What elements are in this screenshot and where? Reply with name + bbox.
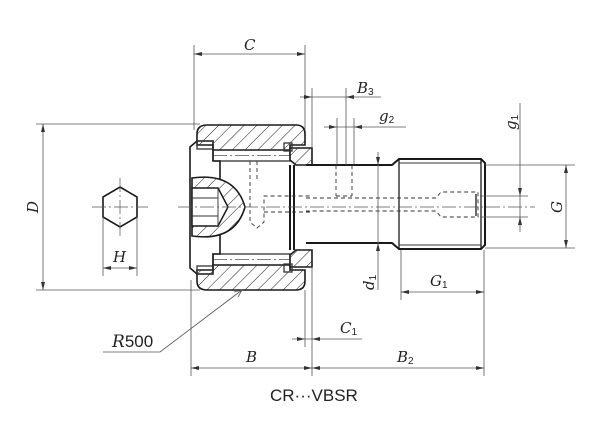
- label-B2: B2: [396, 348, 414, 367]
- label-D: D: [24, 201, 42, 214]
- arrow-icon: [41, 282, 45, 290]
- seal-washer-bottom-right: [283, 263, 293, 273]
- dimension-D: D: [24, 123, 200, 291]
- label-g1: g1: [502, 114, 521, 130]
- side-plate-bottom: [289, 249, 313, 268]
- dimension-B2: B2: [312, 348, 484, 370]
- arrow-icon: [564, 240, 568, 248]
- dimension-g1: g1: [480, 103, 528, 232]
- arrow-icon: [194, 52, 202, 56]
- arrow-icon: [564, 165, 568, 173]
- drawing-caption: CR···VBSR: [270, 386, 358, 405]
- arrow-icon: [312, 337, 320, 341]
- leader-line: [103, 289, 243, 353]
- dimension-g2: g2: [324, 107, 406, 165]
- hex-socket-view: H: [92, 178, 148, 276]
- stud-shaft: [306, 158, 486, 250]
- label-R500: R500: [111, 332, 153, 352]
- arrow-icon: [103, 266, 111, 270]
- radius-note: R500: [103, 289, 243, 353]
- arrow-icon: [304, 95, 312, 99]
- arrow-icon: [312, 366, 320, 370]
- bearing-section: [189, 124, 313, 291]
- arrow-icon: [401, 290, 409, 294]
- arrow-icon: [354, 125, 362, 129]
- arrow-icon: [346, 95, 354, 99]
- seal-washer-top-right: [283, 142, 293, 152]
- dimension-C1: C1: [292, 268, 362, 376]
- center-bore: [306, 191, 479, 218]
- arrow-icon: [191, 366, 199, 370]
- arrow-icon: [297, 52, 305, 56]
- side-plate-top: [289, 147, 313, 166]
- label-C1: C1: [340, 319, 357, 338]
- label-B3: B3: [356, 79, 374, 98]
- arrow-icon: [129, 266, 137, 270]
- arrow-icon: [376, 157, 380, 165]
- label-d1: d1: [360, 274, 379, 290]
- label-B: B: [245, 348, 257, 366]
- shaft-body: [306, 158, 486, 250]
- arrow-icon: [476, 366, 484, 370]
- arrow-icon: [376, 243, 380, 251]
- label-g2: g2: [379, 107, 395, 126]
- outer-ring-top: [196, 124, 306, 151]
- arrow-icon: [476, 290, 484, 294]
- seal-washer-top-left: [196, 140, 214, 150]
- arrow-icon: [41, 124, 45, 132]
- label-G1: G1: [430, 272, 448, 291]
- dimension-C: C: [193, 36, 306, 130]
- arrow-icon: [518, 217, 522, 225]
- label-G: G: [548, 201, 566, 213]
- arrow-icon: [518, 188, 522, 196]
- arrow-icon: [297, 337, 305, 341]
- label-C: C: [244, 36, 256, 54]
- seal-washer-bottom-left: [196, 265, 214, 275]
- outer-ring-bottom: [196, 264, 306, 291]
- dimension-G: G: [485, 164, 575, 249]
- dimension-d1: d1: [360, 152, 380, 290]
- grease-passage-radial: [249, 161, 310, 229]
- dimension-B: B: [190, 280, 312, 376]
- arrow-icon: [329, 125, 337, 129]
- arrow-icon: [304, 366, 312, 370]
- leader-arrow-icon: [233, 289, 243, 298]
- dimension-B3: B3: [300, 79, 381, 165]
- dimension-G1: G1: [400, 250, 485, 376]
- label-H: H: [112, 248, 127, 266]
